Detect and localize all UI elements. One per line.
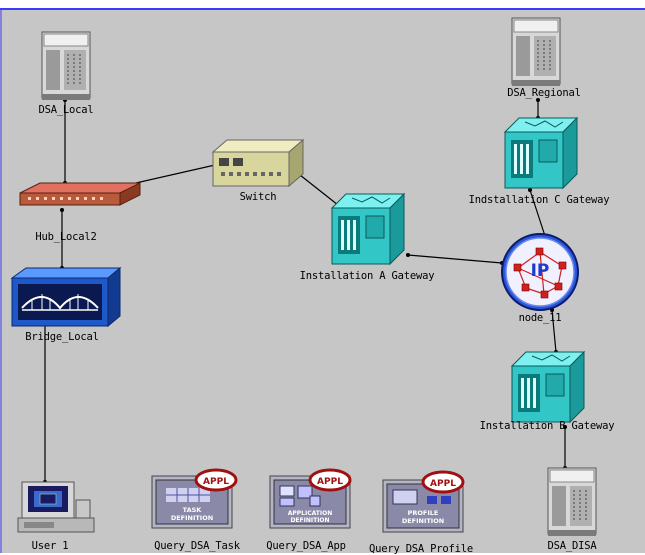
label-switch: Switch <box>239 191 277 203</box>
label-query-task: Query_DSA_Task <box>154 540 240 552</box>
label-node11: node_11 <box>518 312 562 324</box>
label-gateway-b: Installation B Gateway <box>479 420 615 432</box>
link-gw-a-node11[interactable] <box>407 254 503 264</box>
user1-workstation-icon[interactable] <box>17 481 95 533</box>
task-definition-icon[interactable]: TASK DEFINITION APPL <box>151 468 238 529</box>
task-caption-2: DEFINITION <box>171 514 213 522</box>
dsa-local-server-icon[interactable] <box>41 31 91 100</box>
profile-definition-icon[interactable]: PROFILE DEFINITION APPL <box>382 470 465 533</box>
link-node11-gw-b[interactable] <box>551 309 557 353</box>
label-query-profile: Query DSA Profile <box>368 543 474 555</box>
gateway-a-icon[interactable] <box>330 192 406 266</box>
app-caption-1: APPLICATION <box>288 510 333 517</box>
label-gateway-c: Indstallation C Gateway <box>468 194 610 206</box>
label-dsa-regional: DSA_Regional <box>507 87 581 99</box>
label-dsa-local: DSA_Local <box>38 104 94 116</box>
label-gateway-a: Installation A Gateway <box>299 270 435 282</box>
link-gw-c-node11[interactable] <box>529 189 546 237</box>
label-hub-local2: Hub_Local2 <box>35 231 97 243</box>
links-layer <box>44 100 566 482</box>
profile-caption-2: DEFINITION <box>402 517 444 525</box>
label-user1: User 1 <box>31 540 69 552</box>
dsa-regional-server-icon[interactable] <box>511 17 561 86</box>
gateway-c-icon[interactable] <box>503 116 579 190</box>
profile-caption-1: PROFILE <box>408 509 439 517</box>
label-bridge-local: Bridge_Local <box>25 331 99 343</box>
bridge-local-icon[interactable] <box>10 266 122 328</box>
app-caption-2: DEFINITION <box>290 517 329 524</box>
dsa-disa-server-icon[interactable] <box>547 467 597 536</box>
appl-badge-task: APPL <box>203 477 229 487</box>
label-query-app: Query_DSA_App <box>266 540 346 552</box>
application-definition-icon[interactable]: APPLICATION DEFINITION APPL <box>269 468 352 529</box>
hub-local2-icon[interactable] <box>19 182 141 206</box>
appl-badge-app: APPL <box>317 477 343 487</box>
ip-text: IP <box>531 261 550 281</box>
task-caption-1: TASK <box>183 506 203 514</box>
switch-icon[interactable] <box>211 138 305 188</box>
node11-ip-cloud-icon[interactable]: IP <box>501 233 579 311</box>
link-switch-gw-a[interactable] <box>299 174 339 206</box>
appl-badge-profile: APPL <box>430 479 456 489</box>
label-dsa-disa: DSA_DISA <box>547 540 597 552</box>
gateway-b-icon[interactable] <box>510 350 586 424</box>
